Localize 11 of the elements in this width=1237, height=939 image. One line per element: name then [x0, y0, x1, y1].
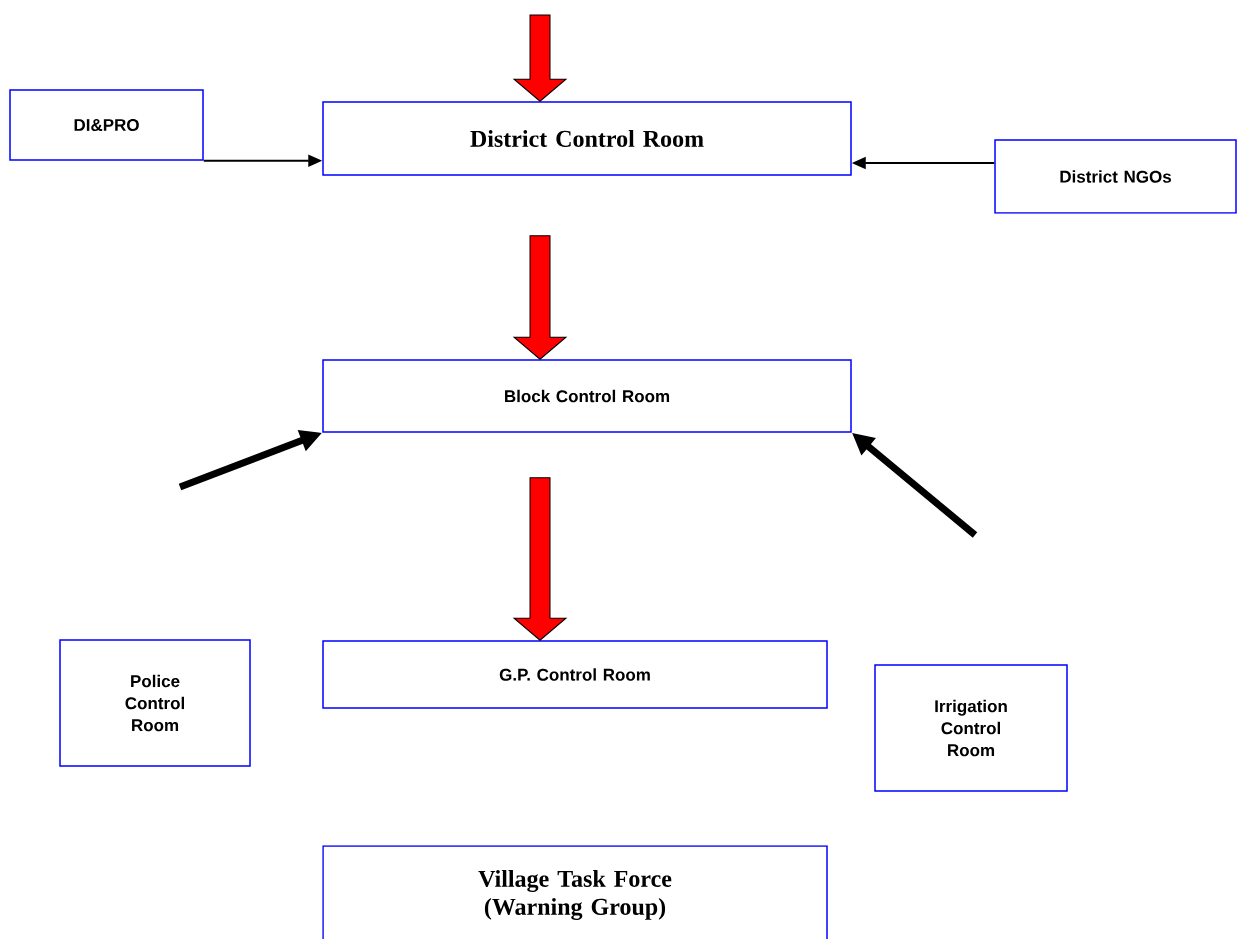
block-arrow: [513, 235, 567, 360]
control-room-box: G.P. Control Room: [322, 640, 828, 709]
control-room-box: DI&PRO: [9, 89, 204, 161]
control-room-box: Irrigation Control Room: [874, 664, 1068, 792]
control-room-box: Block Control Room: [322, 359, 852, 433]
control-room-box: Village Task Force (Warning Group): [322, 845, 828, 939]
control-room-box: Police Control Room: [59, 639, 251, 767]
control-room-box: District NGOs: [994, 139, 1237, 214]
block-arrow: [513, 477, 567, 641]
block-arrow: [513, 14, 567, 102]
control-room-box: District Control Room: [322, 101, 852, 176]
